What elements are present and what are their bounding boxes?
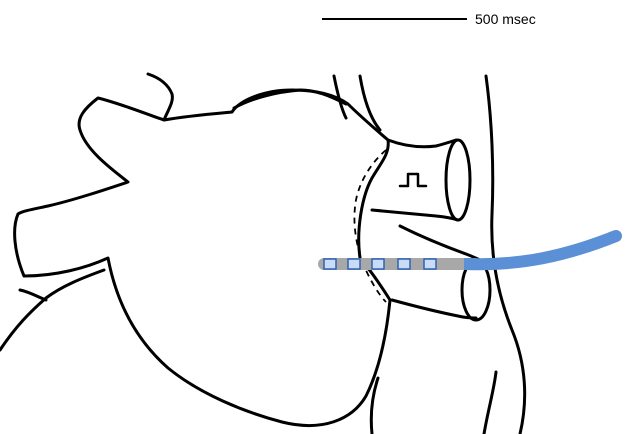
electrode-2 (348, 259, 360, 269)
electrode-1 (324, 259, 336, 269)
catheter-body (318, 258, 470, 270)
lower-vein-tube-upper (400, 226, 484, 262)
pulse-waveform-icon (400, 174, 426, 186)
top-auricle-line (148, 74, 172, 120)
upper-vein-opening (446, 140, 470, 220)
catheter-shaft (466, 236, 616, 264)
lower-vessel-wall-1 (371, 378, 378, 434)
catheter-tip (464, 258, 476, 270)
upper-vein-tube (388, 140, 456, 147)
vessel-right-wall (486, 76, 525, 434)
electrode-3 (372, 259, 384, 269)
heart-outline (15, 90, 390, 426)
lower-vessel-wall-2 (484, 372, 496, 434)
upper-vein-tube-lower (372, 210, 458, 220)
vessel-mid-wall (360, 76, 380, 130)
left-vessel-line (0, 270, 104, 350)
electrode-5 (424, 259, 436, 269)
electrode-4 (398, 259, 410, 269)
top-ridge-line (234, 90, 346, 108)
left-bottom-line (20, 290, 46, 300)
